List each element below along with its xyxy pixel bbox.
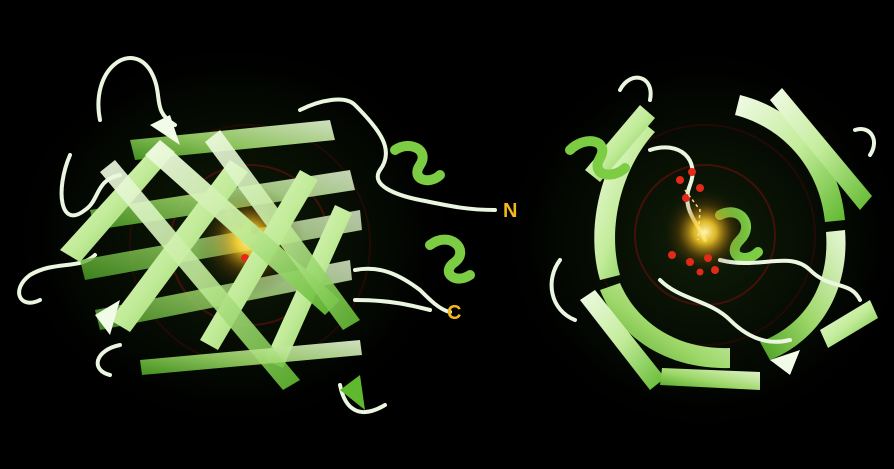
n-terminus-label: N — [503, 200, 517, 222]
right-chromophore-atoms — [668, 168, 719, 276]
c-terminus-label: C — [447, 302, 461, 324]
left-protein-view — [17, 56, 497, 415]
right-protein-view — [549, 75, 878, 390]
right-chromophore-glow — [660, 187, 750, 277]
